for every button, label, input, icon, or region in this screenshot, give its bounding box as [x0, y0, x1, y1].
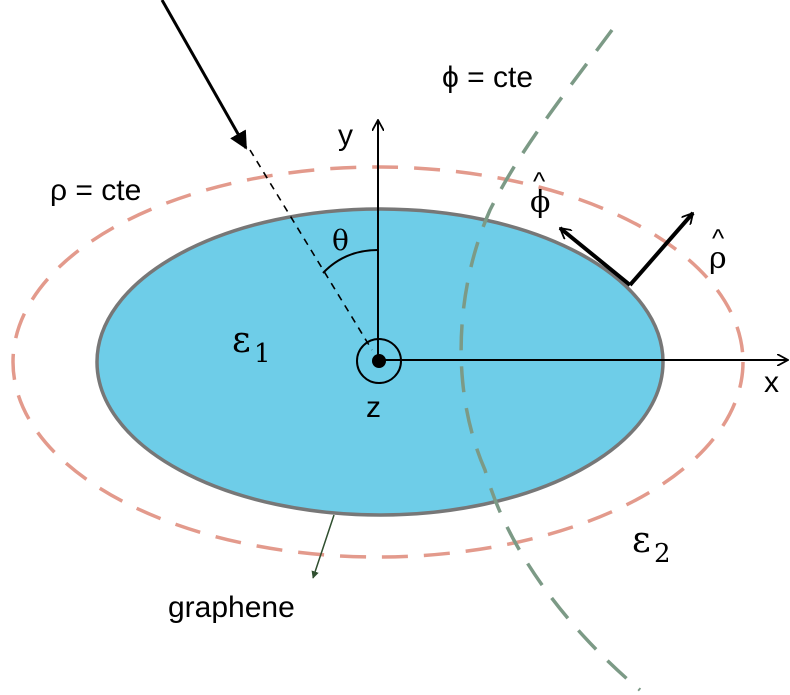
graphene-label: graphene — [168, 591, 295, 624]
rho-hat-label: ρ — [709, 241, 727, 276]
epsilon1-symbol: ε — [232, 320, 251, 361]
epsilon2-symbol: ε — [632, 520, 651, 561]
epsilon2-subscript: 2 — [654, 539, 671, 569]
phi-constant-label: ϕ = cte — [442, 61, 533, 94]
rho-constant-label: ρ = cte — [50, 174, 141, 207]
y-axis-label: y — [338, 119, 353, 152]
graphene-pointer — [311, 514, 335, 579]
rho-hat-hat: ^ — [712, 223, 725, 253]
phi-constant-curve — [459, 28, 642, 692]
x-axis-label: x — [764, 366, 779, 399]
z-axis-dot — [372, 354, 386, 368]
rho-hat-vector — [628, 213, 695, 287]
phi-hat-vector — [560, 226, 632, 287]
theta-arc — [322, 249, 379, 274]
z-axis-label: z — [366, 391, 381, 424]
theta-label: θ — [332, 224, 349, 257]
epsilon1-subscript: 1 — [254, 339, 271, 369]
phi-hat-hat: ^ — [533, 166, 546, 196]
z-axis-ring — [356, 338, 402, 384]
phi-hat-label: ϕ — [530, 185, 550, 220]
incident-wave-arrow — [160, 0, 248, 150]
incident-direction-dashed — [249, 149, 373, 351]
